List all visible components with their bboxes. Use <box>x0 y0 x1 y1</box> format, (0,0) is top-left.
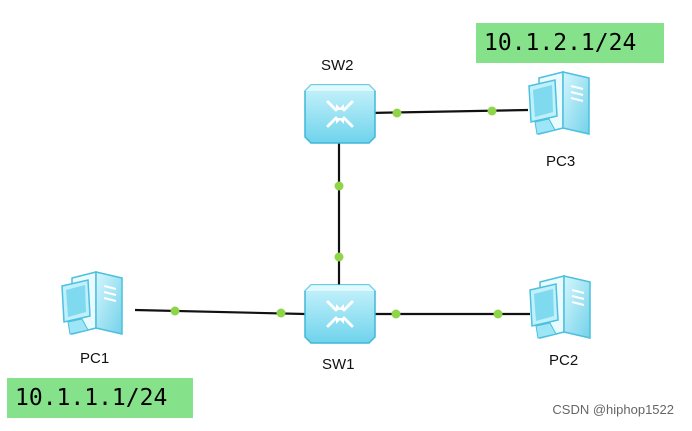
sw1-layer3-switch-icon[interactable] <box>303 283 377 345</box>
pc3-ip-address-label: 10.1.2.1/24 <box>476 23 664 63</box>
pc1-ip-address-label: 10.1.1.1/24 <box>7 378 193 418</box>
port-dot <box>391 309 401 319</box>
sw1-label: SW1 <box>322 356 355 373</box>
port-dot <box>487 106 497 116</box>
link-sw2-pc3[interactable] <box>367 108 529 115</box>
pc3-label: PC3 <box>546 153 576 170</box>
pc2-pc-icon[interactable] <box>529 275 591 339</box>
port-dot <box>170 306 180 316</box>
link-endpoints <box>170 106 503 319</box>
pc1-label: PC1 <box>80 350 110 367</box>
pc2-label: PC2 <box>549 352 579 369</box>
watermark: CSDN @hiphop1522 <box>552 402 674 417</box>
sw2-layer3-switch-icon[interactable] <box>303 83 377 145</box>
pc3-pc-icon[interactable] <box>528 71 590 135</box>
pc1-pc-icon[interactable] <box>61 271 123 335</box>
port-dot <box>276 308 286 318</box>
port-dot <box>334 252 344 262</box>
port-dot <box>493 309 503 319</box>
port-dot <box>392 108 402 118</box>
port-dot <box>334 181 344 191</box>
sw2-label: SW2 <box>321 57 354 74</box>
